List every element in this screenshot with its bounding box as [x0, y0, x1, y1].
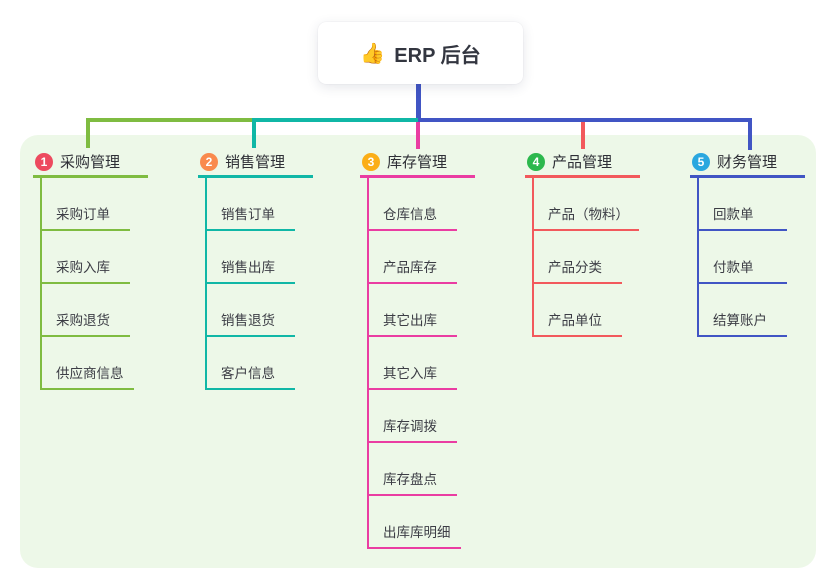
root-node-title: ERP 后台 — [394, 44, 481, 67]
branch-label: 产品管理 — [552, 154, 613, 171]
branch-children: 产品（物料）产品分类产品单位 — [532, 178, 640, 337]
child-node[interactable]: 销售退货 — [207, 284, 295, 337]
child-node[interactable]: 产品单位 — [534, 284, 622, 337]
child-node[interactable]: 结算账户 — [699, 284, 787, 337]
child-node[interactable]: 采购退货 — [42, 284, 130, 337]
branch-5: 5 财务管理回款单付款单结算账户 — [690, 148, 805, 337]
child-node[interactable]: 出库库明细 — [369, 496, 461, 549]
child-node[interactable]: 库存盘点 — [369, 443, 457, 496]
branch-number-badge: 3 — [362, 152, 380, 171]
child-node[interactable]: 仓库信息 — [369, 178, 457, 231]
connector-drop-purchase — [86, 118, 90, 148]
child-node[interactable]: 采购入库 — [42, 231, 130, 284]
branch-header[interactable]: 2 销售管理 — [198, 148, 313, 178]
branch-header[interactable]: 5 财务管理 — [690, 148, 805, 178]
child-node[interactable]: 销售订单 — [207, 178, 295, 231]
branch-label: 采购管理 — [60, 154, 121, 171]
child-node[interactable]: 付款单 — [699, 231, 787, 284]
branch-label: 财务管理 — [717, 154, 778, 171]
branch-children: 销售订单销售出库销售退货客户信息 — [205, 178, 313, 390]
branch-number-badge: 5 — [692, 152, 710, 171]
connector-horizontal-green — [86, 118, 255, 122]
connector-drop-finance — [748, 118, 752, 150]
thumbs-up-icon: 👍 — [360, 42, 386, 65]
child-node[interactable]: 采购订单 — [42, 178, 130, 231]
branch-header[interactable]: 3 库存管理 — [360, 148, 475, 178]
child-node[interactable]: 其它入库 — [369, 337, 457, 390]
branch-number-badge: 4 — [527, 152, 545, 171]
connector-root-vertical — [416, 83, 421, 120]
branch-children: 回款单付款单结算账户 — [697, 178, 805, 337]
child-node[interactable]: 回款单 — [699, 178, 787, 231]
branch-children: 采购订单采购入库采购退货供应商信息 — [40, 178, 148, 390]
connector-horizontal-blue — [418, 118, 752, 122]
branch-children: 仓库信息产品库存其它出库其它入库库存调拨库存盘点出库库明细 — [367, 178, 475, 549]
connector-drop-product — [581, 122, 585, 149]
branch-number-badge: 1 — [35, 152, 53, 171]
child-node[interactable]: 产品库存 — [369, 231, 457, 284]
child-node[interactable]: 产品分类 — [534, 231, 622, 284]
branch-number-badge: 2 — [200, 152, 218, 171]
branch-header[interactable]: 1 采购管理 — [33, 148, 148, 178]
connector-drop-sales — [252, 118, 256, 148]
child-node[interactable]: 客户信息 — [207, 337, 295, 390]
child-node[interactable]: 库存调拨 — [369, 390, 457, 443]
connector-horizontal-teal — [255, 118, 418, 122]
root-node-erp-backend[interactable]: 👍 ERP 后台 — [318, 22, 523, 84]
branch-label: 库存管理 — [387, 154, 448, 171]
branch-header[interactable]: 4 产品管理 — [525, 148, 640, 178]
child-node[interactable]: 供应商信息 — [42, 337, 134, 390]
child-node[interactable]: 其它出库 — [369, 284, 457, 337]
branch-3: 3 库存管理仓库信息产品库存其它出库其它入库库存调拨库存盘点出库库明细 — [360, 148, 475, 549]
connector-drop-inventory — [416, 122, 420, 149]
child-node[interactable]: 销售出库 — [207, 231, 295, 284]
branch-2: 2 销售管理销售订单销售出库销售退货客户信息 — [198, 148, 313, 390]
child-node[interactable]: 产品（物料） — [534, 178, 639, 231]
branch-1: 1 采购管理采购订单采购入库采购退货供应商信息 — [33, 148, 148, 390]
branch-4: 4 产品管理产品（物料）产品分类产品单位 — [525, 148, 640, 337]
branch-label: 销售管理 — [225, 154, 286, 171]
